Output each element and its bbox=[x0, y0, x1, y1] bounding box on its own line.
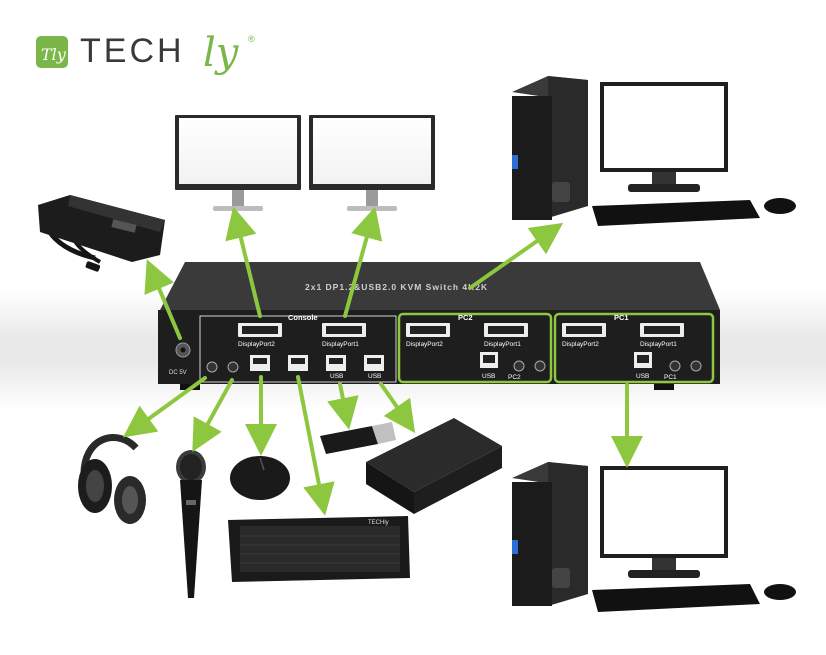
arrow-to-hard-drive bbox=[379, 382, 416, 434]
registered-mark: ® bbox=[248, 34, 255, 44]
pc1-mouse-icon bbox=[764, 584, 796, 600]
pc1-audio-jack bbox=[669, 360, 681, 372]
pc2-monitor bbox=[600, 82, 728, 192]
monitor-display-1 bbox=[309, 115, 435, 211]
dc-label: DC 5V bbox=[169, 370, 187, 376]
kvm-switch: 2x1 DP1.2&USB2.0 KVM Switch 4K2K DC 5V C… bbox=[158, 262, 720, 390]
headphone-jack bbox=[206, 361, 218, 373]
pc2-keyboard bbox=[592, 198, 796, 226]
techly-logo: Tly TECH ly ® bbox=[36, 30, 255, 76]
arrow-dp1-to-monitor bbox=[343, 206, 383, 318]
pc1-port-label: PC1 bbox=[664, 374, 677, 381]
console-usb-b-label: USB bbox=[368, 373, 381, 380]
pc1-keyboard bbox=[592, 584, 796, 612]
arrow-to-headphones bbox=[123, 376, 207, 438]
arrow-dc-to-adapter bbox=[144, 259, 182, 340]
pc2-dp2-label: DisplayPort2 bbox=[406, 341, 443, 348]
pc2-port-label: PC2 bbox=[508, 374, 521, 381]
pc1-usb-label: USB bbox=[636, 373, 649, 380]
arrow-to-keyboard bbox=[296, 375, 335, 516]
pc1-dp1-label: DisplayPort1 bbox=[640, 341, 677, 348]
monitor-display-2 bbox=[175, 115, 301, 211]
pc1-monitor bbox=[600, 466, 728, 578]
pc1-mic-jack bbox=[690, 360, 702, 372]
keyboard-brand: TECHly bbox=[368, 520, 389, 526]
headphones bbox=[78, 434, 146, 524]
kvm-title: 2x1 DP1.2&USB2.0 KVM Switch 4K2K bbox=[305, 282, 488, 292]
arrow-to-flash-drive bbox=[327, 382, 359, 430]
mouse bbox=[230, 456, 290, 500]
console-dp1-label: DisplayPort1 bbox=[322, 341, 359, 348]
external-hard-drive bbox=[366, 418, 502, 514]
microphone-jack bbox=[227, 361, 239, 373]
pc2-label: PC2 bbox=[458, 313, 473, 322]
usb-flash-drive bbox=[320, 422, 396, 454]
arrow-dp2-to-monitor bbox=[225, 206, 262, 318]
pc2-audio-jack bbox=[513, 360, 525, 372]
pc1-tower bbox=[512, 462, 588, 606]
keyboard: TECHly bbox=[228, 516, 410, 582]
logo-mark-icon bbox=[36, 36, 68, 68]
pc2-mouse-icon bbox=[764, 198, 796, 214]
power-adapter bbox=[38, 195, 165, 272]
arrow-pc2-to-tower bbox=[468, 222, 564, 290]
pc2-tower bbox=[512, 76, 588, 220]
pc1-dp2-label: DisplayPort2 bbox=[562, 341, 599, 348]
brand-name-tech: TECH bbox=[80, 32, 185, 70]
pc2-mic-jack bbox=[534, 360, 546, 372]
pc2-dp1-label: DisplayPort1 bbox=[484, 341, 521, 348]
console-label: Console bbox=[288, 313, 318, 322]
logo-mark-text: Tly bbox=[41, 45, 67, 64]
console-dp2-label: DisplayPort2 bbox=[238, 341, 275, 348]
pc2-section bbox=[397, 312, 553, 384]
console-usb-a-label: USB bbox=[330, 373, 343, 380]
arrow-to-microphone bbox=[192, 378, 234, 453]
microphone bbox=[176, 450, 206, 598]
pc1-label: PC1 bbox=[614, 313, 629, 322]
pc2-usb-label: USB bbox=[482, 373, 495, 380]
brand-name-ly: ly bbox=[203, 30, 240, 76]
connection-arrows bbox=[123, 206, 643, 516]
pc1-section bbox=[553, 312, 715, 384]
